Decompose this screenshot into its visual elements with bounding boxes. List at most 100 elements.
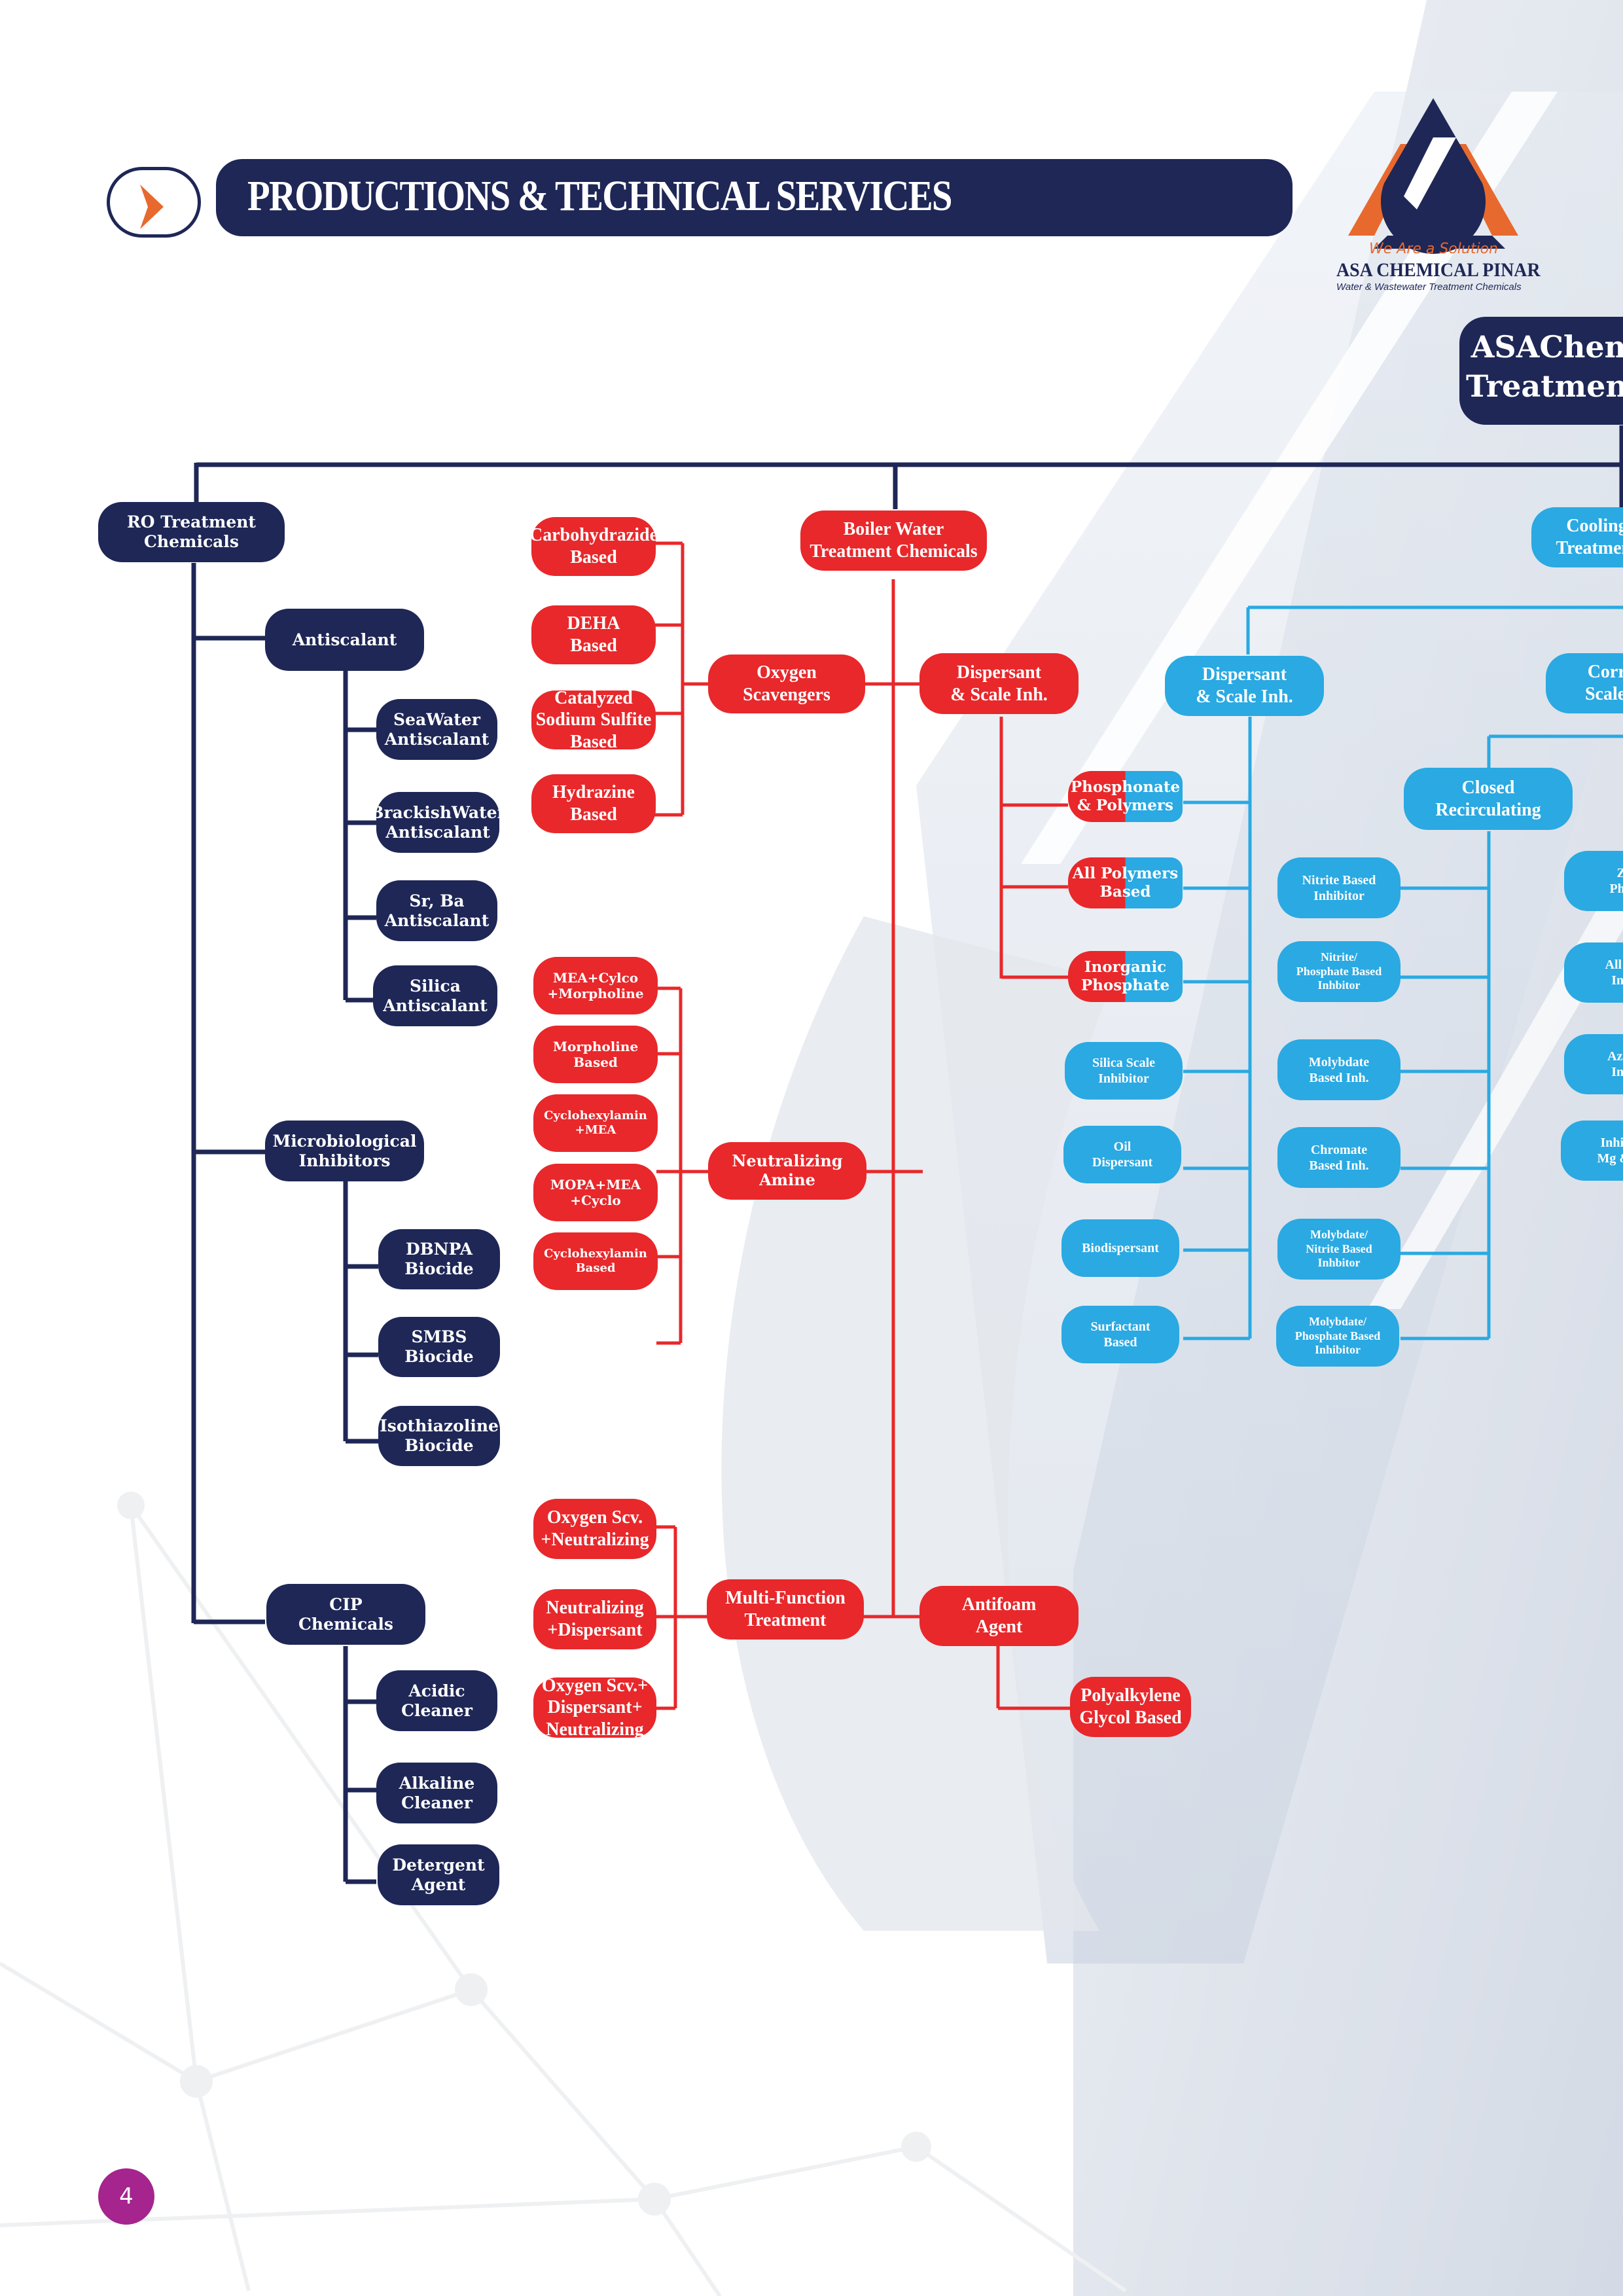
node-silica-scale-inhibitor-label: Silica Scale Inhibitor (1092, 1056, 1156, 1086)
node-ro-treatment[interactable]: RO Treatment Chemicals (98, 502, 285, 562)
logo-tagline: We Are a Solution (1369, 241, 1499, 257)
node-inorganic-phosphate[interactable]: Inorganic Phosphate (1068, 951, 1183, 1002)
node-dbnpa-biocide[interactable]: DBNPA Biocide (378, 1229, 500, 1289)
node-oil-dispersant[interactable]: Oil Dispersant (1063, 1126, 1181, 1183)
node-biodispersant[interactable]: Biodispersant (1061, 1219, 1179, 1277)
node-all-organic-inhibitor[interactable]: All Or Inhi (1564, 942, 1623, 1003)
node-molybdate-based[interactable]: Molybdate Based Inh. (1277, 1039, 1400, 1100)
node-nitrite-phosphate-inhibitor[interactable]: Nitrite/ Phosphate Based Inhbitor (1277, 941, 1400, 1002)
node-multi-function-treatment-label: Multi-Function Treatment (725, 1588, 846, 1630)
node-detergent-agent-label: Detergent Agent (392, 1855, 485, 1894)
node-chromate-based[interactable]: Chromate Based Inh. (1277, 1127, 1400, 1188)
root-node[interactable] (1459, 317, 1623, 425)
node-morpholine-based[interactable]: Morpholine Based (533, 1026, 658, 1083)
node-hydrazine[interactable]: Hydrazine Based (531, 774, 656, 833)
node-microbiological-inhibitors[interactable]: Microbiological Inhibitors (265, 1121, 424, 1181)
node-brackishwater-antiscalant-label: BrackishWater Antiscalant (376, 802, 499, 842)
node-neutralizing-dispersant[interactable]: Neutralizing +Dispersant (533, 1589, 656, 1649)
node-molybdate-nitrite-inhibitor[interactable]: Molybdate/ Nitrite Based Inhbitor (1277, 1219, 1400, 1280)
node-silica-antiscalant-label: Silica Antiscalant (383, 976, 488, 1015)
node-boiler-water-label: Boiler Water Treatment Chemicals (810, 519, 978, 562)
logo-subtitle: Water & Wastewater Treatment Chemicals (1336, 281, 1522, 293)
node-polyalkylene-glycol-label: Polyalkylene Glycol Based (1079, 1685, 1182, 1728)
root-line-2: Treatment (1466, 368, 1623, 404)
node-deha[interactable]: DEHA Based (531, 605, 656, 664)
node-cyclohexylamin-mea-label: Cyclohexylamin +MEA (544, 1109, 647, 1137)
node-cyclohexylamin-based[interactable]: Cyclohexylamin Based (533, 1232, 658, 1290)
node-cip-chemicals[interactable]: CIP Chemicals (266, 1584, 425, 1645)
node-zinc-phosphate[interactable]: Zi Phos (1564, 851, 1623, 911)
node-cooling-treatment[interactable]: Cooling Treatment (1531, 507, 1623, 567)
node-silica-antiscalant[interactable]: Silica Antiscalant (373, 965, 497, 1026)
node-mopa-mea-cyclo-label: MOPA+MEA +Cyclo (550, 1177, 641, 1208)
node-corrosion-scale-inhibitor[interactable]: Corro Scale I (1546, 653, 1623, 713)
node-molybdate-phosphate-inhibitor-label: Molybdate/ Phosphate Based Inhibitor (1294, 1315, 1381, 1357)
node-phosphonate-polymers[interactable]: Phosphonate & Polymers (1068, 771, 1183, 822)
node-mea-cylco-morpholine-label: MEA+Cylco +Morpholine (547, 970, 644, 1001)
node-detergent-agent[interactable]: Detergent Agent (378, 1844, 499, 1905)
node-srba-antiscalant[interactable]: Sr, Ba Antiscalant (376, 880, 497, 941)
node-oxygen-dispersant-neutralizing[interactable]: Oxygen Scv.+ Dispersant+ Neutralizing (533, 1677, 656, 1738)
node-nitrite-based-inhibitor[interactable]: Nitrite Based Inhibitor (1277, 857, 1400, 918)
logo-company-name: ASA CHEMICAL PINAR (1336, 259, 1541, 281)
node-alkaline-cleaner[interactable]: Alkaline Cleaner (376, 1763, 497, 1823)
node-acidic-cleaner[interactable]: Acidic Cleaner (376, 1670, 497, 1731)
node-cooling-treatment-label: Cooling Treatment (1556, 516, 1623, 558)
node-brackishwater-antiscalant[interactable]: BrackishWater Antiscalant (376, 792, 499, 853)
node-cooling-dispersant[interactable]: Dispersant & Scale Inh. (1165, 656, 1324, 716)
node-inhibitor-mg-al[interactable]: Inhibit Mg & A (1561, 1121, 1623, 1181)
page-number-badge: 4 (98, 2168, 154, 2225)
node-cip-chemicals-label: CIP Chemicals (298, 1594, 393, 1634)
node-smbs-biocide-label: SMBS Biocide (404, 1327, 474, 1366)
node-mopa-mea-cyclo[interactable]: MOPA+MEA +Cyclo (533, 1164, 658, 1221)
node-molybdate-based-label: Molybdate Based Inh. (1308, 1054, 1370, 1085)
node-molybdate-phosphate-inhibitor[interactable]: Molybdate/ Phosphate Based Inhibitor (1276, 1306, 1399, 1367)
node-mea-cylco-morpholine[interactable]: MEA+Cylco +Morpholine (533, 957, 658, 1014)
node-boiler-water[interactable]: Boiler Water Treatment Chemicals (800, 511, 987, 571)
navy-connectors (191, 425, 1623, 1884)
node-antifoam-agent-label: Antifoam Agent (961, 1594, 1037, 1637)
node-closed-recirculating[interactable]: Closed Recirculating (1404, 768, 1573, 830)
node-srba-antiscalant-label: Sr, Ba Antiscalant (384, 891, 490, 930)
node-hydrazine-label: Hydrazine Based (552, 782, 635, 825)
node-boiler-dispersant[interactable]: Dispersant & Scale Inh. (919, 653, 1079, 714)
node-antifoam-agent[interactable]: Antifoam Agent (919, 1586, 1079, 1646)
company-logo-icon (1348, 98, 1518, 254)
node-isothiazoline-biocide-label: Isothiazoline Biocide (380, 1416, 499, 1455)
red-connectors (654, 541, 1070, 1710)
node-smbs-biocide[interactable]: SMBS Biocide (378, 1317, 500, 1377)
node-neutralizing-amine[interactable]: Neutralizing Amine (708, 1142, 866, 1200)
node-oxygen-scavengers-label: Oxygen Scavengers (743, 662, 830, 705)
node-carbohydrazide[interactable]: Carbohydrazide Based (531, 517, 656, 576)
node-multi-function-treatment[interactable]: Multi-Function Treatment (707, 1579, 864, 1640)
page-title: PRODUCTIONS & TECHNICAL SERVICES (247, 172, 953, 220)
node-dbnpa-biocide-label: DBNPA Biocide (404, 1240, 474, 1278)
node-cyclohexylamin-mea[interactable]: Cyclohexylamin +MEA (533, 1094, 658, 1152)
node-all-polymers-based[interactable]: All Polymers Based (1068, 857, 1183, 908)
chevron-right-icon (140, 185, 164, 229)
node-inorganic-phosphate-label: Inorganic Phosphate (1080, 958, 1170, 994)
node-cooling-dispersant-label: Dispersant & Scale Inh. (1196, 664, 1293, 707)
node-silica-scale-inhibitor[interactable]: Silica Scale Inhibitor (1065, 1042, 1183, 1100)
header-chevron-badge (107, 167, 201, 238)
node-inhibitor-mg-al-label: Inhibit Mg & A (1597, 1136, 1623, 1166)
node-isothiazoline-biocide[interactable]: Isothiazoline Biocide (378, 1406, 500, 1466)
node-surfactant-based[interactable]: Surfactant Based (1061, 1306, 1179, 1363)
node-oxygen-scavengers[interactable]: Oxygen Scavengers (708, 655, 865, 713)
node-molybdate-nitrite-inhibitor-label: Molybdate/ Nitrite Based Inhbitor (1306, 1228, 1372, 1270)
node-oil-dispersant-label: Oil Dispersant (1092, 1139, 1153, 1170)
node-catalyzed-sodium-sulfite[interactable]: Catalyzed Sodium Sulfite Based (531, 691, 656, 749)
node-boiler-dispersant-label: Dispersant & Scale Inh. (950, 662, 1048, 705)
node-phosphonate-polymers-label: Phosphonate & Polymers (1070, 778, 1181, 814)
node-polyalkylene-glycol[interactable]: Polyalkylene Glycol Based (1070, 1677, 1191, 1737)
node-oxygen-dispersant-neutralizing-label: Oxygen Scv.+ Dispersant+ Neutralizing (541, 1677, 649, 1738)
node-azole-inhibitor[interactable]: Azole Inhi (1564, 1034, 1623, 1094)
node-seawater-antiscalant[interactable]: SeaWater Antiscalant (376, 699, 497, 760)
node-antiscalant-label: Antiscalant (292, 630, 397, 649)
node-seawater-antiscalant-label: SeaWater Antiscalant (384, 709, 490, 749)
node-cyclohexylamin-based-label: Cyclohexylamin Based (544, 1247, 647, 1275)
node-all-organic-inhibitor-label: All Or Inhi (1605, 958, 1623, 988)
node-antiscalant[interactable]: Antiscalant (265, 609, 424, 671)
node-oxygen-scv-neutralizing[interactable]: Oxygen Scv. +Neutralizing (533, 1499, 656, 1559)
